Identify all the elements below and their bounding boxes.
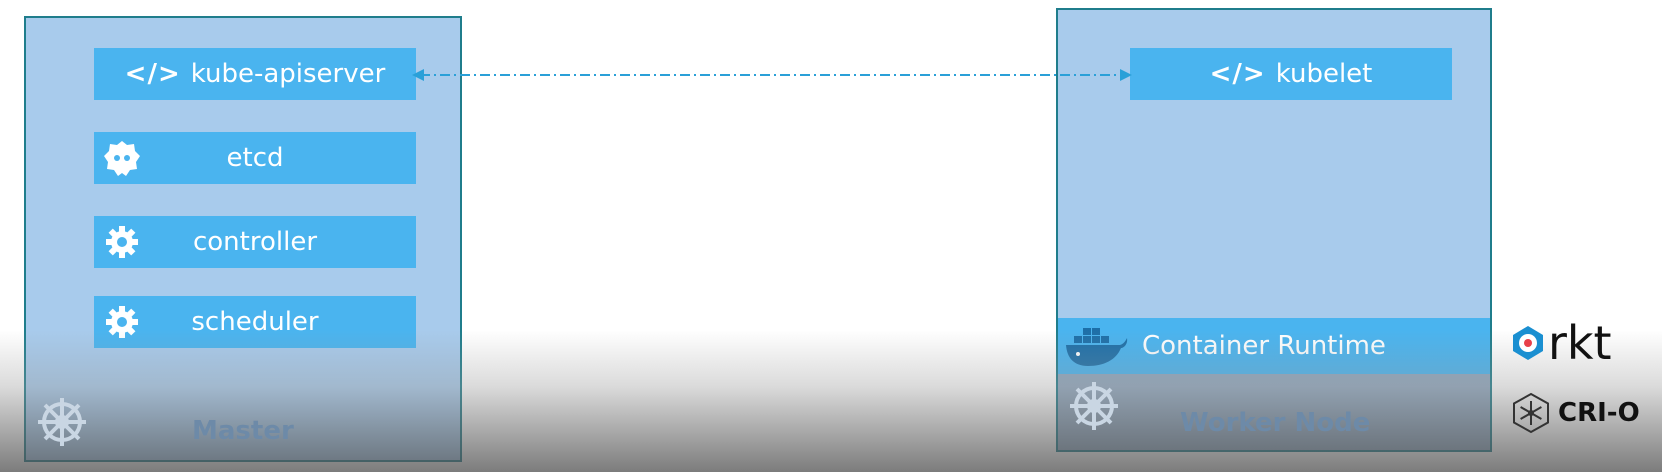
master-label: Master: [192, 416, 294, 446]
container-runtime-label: Container Runtime: [1142, 331, 1386, 361]
code-icon: </>: [124, 59, 181, 89]
docker-whale-icon: [1066, 328, 1128, 366]
worker-node-label: Worker Node: [1180, 408, 1371, 438]
etcd-label: etcd: [226, 143, 284, 173]
kubelet-label: kubelet: [1275, 59, 1373, 89]
code-icon: </>: [1209, 59, 1266, 89]
kube-apiserver-box: </> kube-apiserver: [94, 48, 416, 100]
controller-box: controller: [94, 216, 416, 268]
crio-logo-icon: [1513, 392, 1549, 434]
rkt-logo-icon: [1513, 326, 1543, 360]
crio-label: CRI-O: [1558, 398, 1640, 428]
container-runtime-box: Container Runtime: [1058, 318, 1490, 374]
gear-icon: [106, 226, 138, 258]
rkt-logo: rkt: [1508, 320, 1612, 366]
etcd-icon: [104, 141, 140, 176]
kube-apiserver-label: kube-apiserver: [190, 59, 386, 89]
crio-logo: CRI-O: [1510, 392, 1640, 434]
rkt-label: rkt: [1548, 316, 1612, 370]
etcd-box: etcd: [94, 132, 416, 184]
controller-label: controller: [192, 227, 318, 257]
kubernetes-wheel-icon: [1070, 382, 1118, 430]
kubernetes-wheel-icon: [38, 398, 86, 446]
kubelet-box: </> kubelet: [1130, 48, 1452, 100]
